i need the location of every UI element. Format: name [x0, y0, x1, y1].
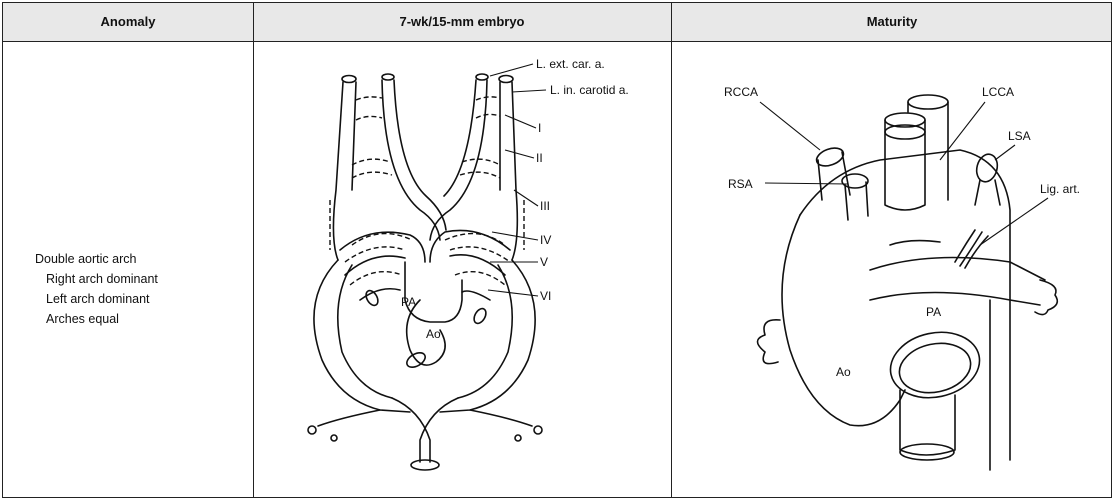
aorta-body — [782, 215, 905, 426]
label-maturity-pa: PA — [926, 305, 941, 319]
label-lsa: LSA — [1008, 129, 1031, 143]
label-rcca: RCCA — [724, 85, 758, 99]
aorta-body-top — [800, 150, 1010, 460]
label-rsa: RSA — [728, 177, 753, 191]
pulmonary-artery — [870, 258, 1045, 281]
label-lig-art: Lig. art. — [1040, 182, 1080, 196]
label-lcca: LCCA — [982, 85, 1014, 99]
rsa-ring — [842, 174, 868, 188]
label-maturity-ao: Ao — [836, 365, 851, 379]
